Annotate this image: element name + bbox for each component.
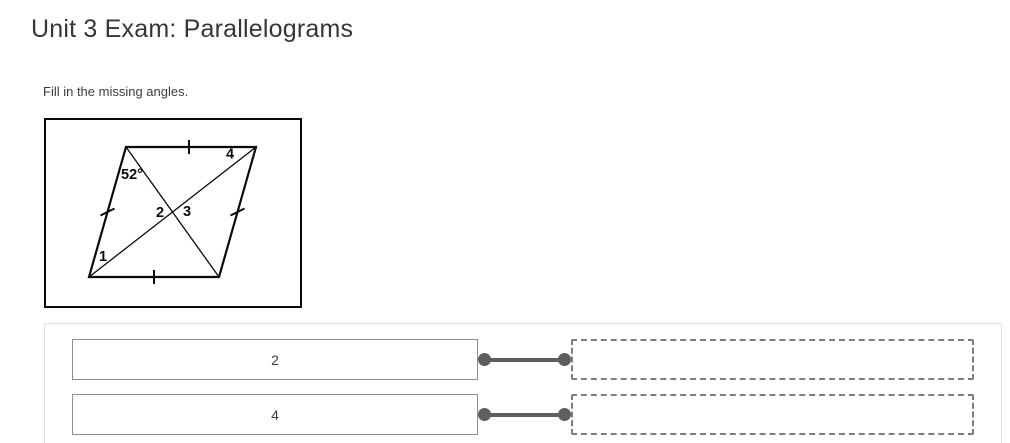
parallelogram-diagram-panel: 52° 1 2 3 4 <box>44 118 302 308</box>
instruction-text: Fill in the missing angles. <box>43 84 189 99</box>
prompt-label: 4 <box>271 406 279 423</box>
connector <box>478 394 571 435</box>
prompt-label: 2 <box>271 351 279 368</box>
answer-dropzone-angle-2[interactable] <box>571 339 974 380</box>
connector-line <box>488 412 561 417</box>
tick-left-side <box>100 207 115 217</box>
prompt-box-angle-4[interactable]: 4 <box>72 394 478 435</box>
matching-row-angle-2: 2 <box>72 339 974 380</box>
connector-line <box>488 357 561 362</box>
connector-dot-icon <box>478 408 491 421</box>
prompt-box-angle-2[interactable]: 2 <box>72 339 478 380</box>
connector <box>478 339 571 380</box>
page-title: Unit 3 Exam: Parallelograms <box>31 15 354 43</box>
matching-answer-area: 2 4 <box>44 323 1002 443</box>
angle-label-1: 1 <box>99 249 107 265</box>
angle-label-52: 52° <box>121 167 143 183</box>
tick-right-side <box>230 207 245 217</box>
angle-label-3: 3 <box>183 204 191 220</box>
angle-label-4: 4 <box>226 147 234 163</box>
diagonal-tr-bl <box>88 146 257 278</box>
connector-dot-icon <box>478 353 491 366</box>
connector-dot-icon <box>558 408 571 421</box>
parallelogram-diagram: 52° 1 2 3 4 <box>87 140 258 284</box>
angle-label-2: 2 <box>156 205 164 221</box>
connector-dot-icon <box>558 353 571 366</box>
matching-row-angle-4: 4 <box>72 394 974 435</box>
answer-dropzone-angle-4[interactable] <box>571 394 974 435</box>
